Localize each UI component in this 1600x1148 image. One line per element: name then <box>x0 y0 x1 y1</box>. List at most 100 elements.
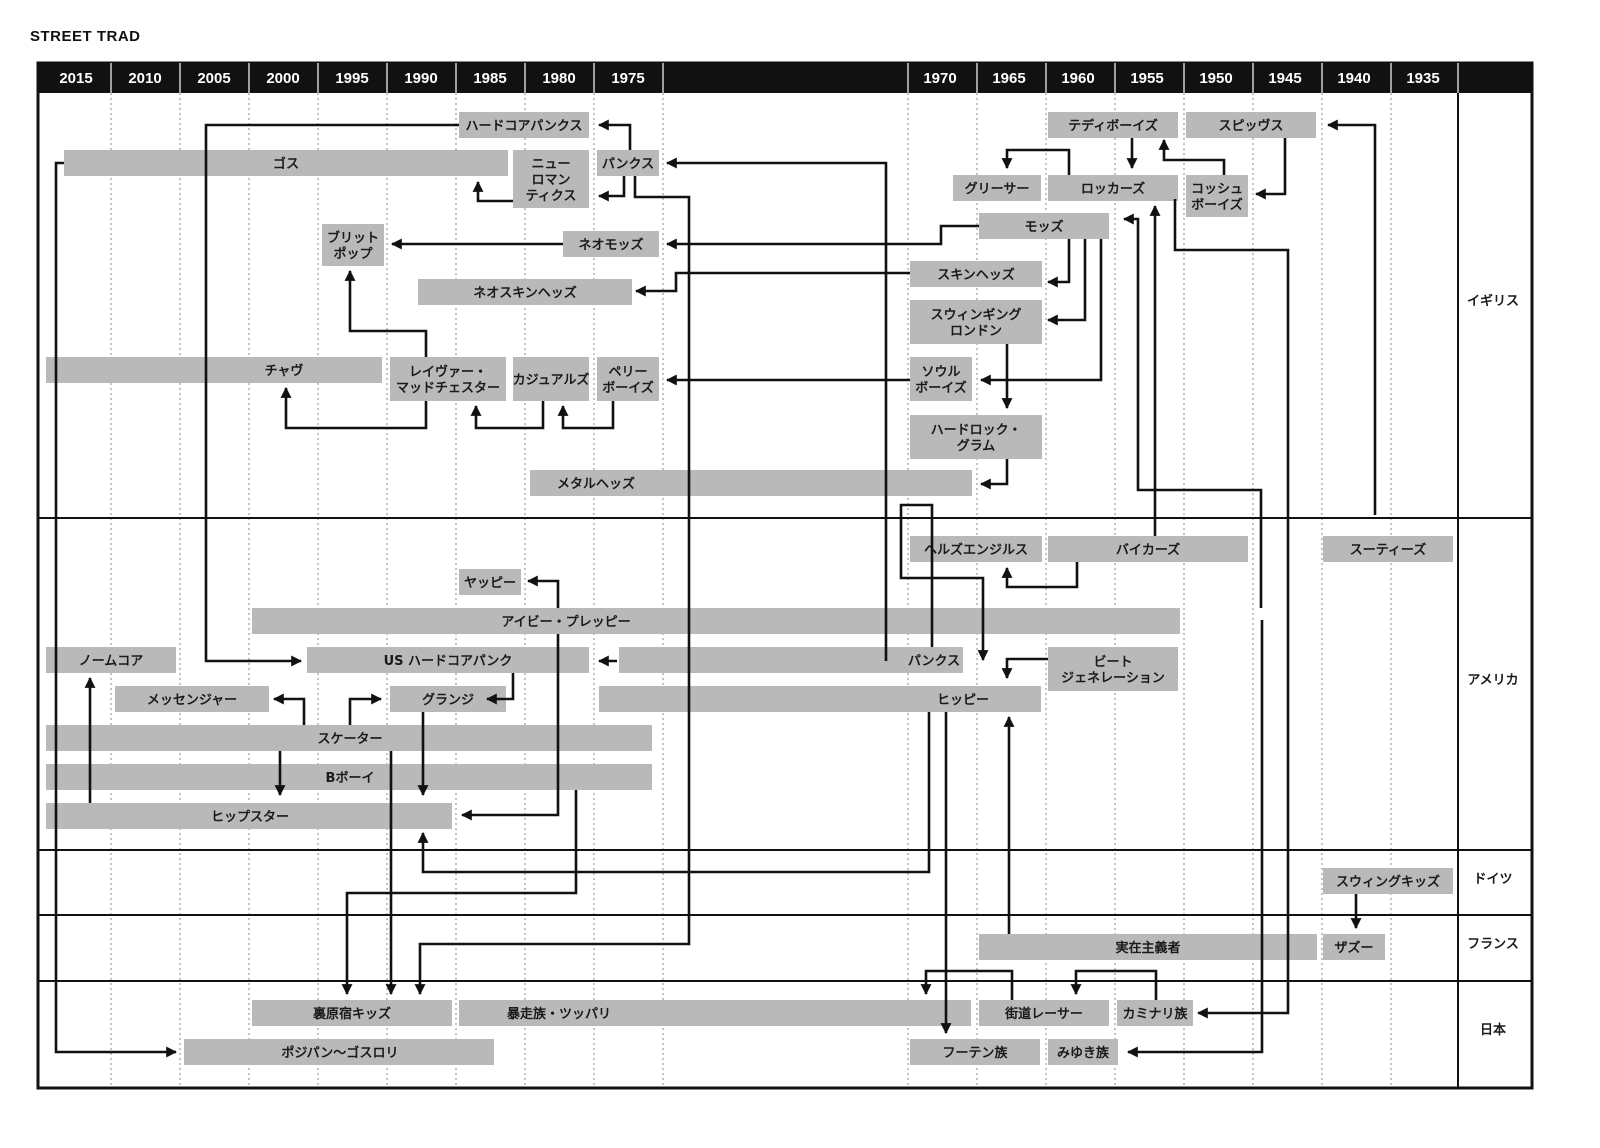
movement-bar-miyuki <box>1048 1039 1118 1065</box>
influence-arrow <box>1158 138 1226 175</box>
movement-label: ハードコアパンクス <box>465 119 582 134</box>
influence-arrow <box>597 119 632 150</box>
movement-label: ロンドン <box>950 324 1002 339</box>
movement-bar-neo-skinheads <box>418 279 632 305</box>
influence-arrow <box>1046 239 1087 326</box>
influence-arrow <box>1001 657 1048 680</box>
year-label: 1960 <box>1061 70 1094 87</box>
movement-label: モッズ <box>1024 219 1063 235</box>
movement-label: カジュアルズ <box>513 372 590 388</box>
movement-bar-punks-uk <box>597 150 659 176</box>
year-label: 1950 <box>1199 70 1232 87</box>
year-label: 1955 <box>1130 70 1163 87</box>
movement-label: カミナリ族 <box>1122 1006 1188 1022</box>
influence-arrow <box>54 161 178 1058</box>
year-label: 1945 <box>1268 70 1301 87</box>
year-label: 1940 <box>1337 70 1370 87</box>
movement-bar-futen <box>910 1039 1040 1065</box>
movement-label: チャヴ <box>265 363 304 379</box>
movement-label: 実在主義者 <box>1115 940 1180 956</box>
movement-label: みゆき族 <box>1057 1045 1110 1061</box>
movement-label: ヒップスター <box>211 810 289 825</box>
movement-label: ノームコア <box>79 654 144 669</box>
movement-label: グランジ <box>422 692 474 708</box>
movement-bar-us-hardcore-punk <box>307 647 589 673</box>
movement-label: マッドチェスター <box>396 381 500 396</box>
movement-label: コッシュ <box>1191 182 1243 197</box>
movement-label: バイカーズ <box>1116 542 1180 558</box>
movement-bar-perry-boys <box>597 357 659 401</box>
movement-label: 街道レーサー <box>1004 1006 1083 1022</box>
year-label: 1965 <box>992 70 1025 87</box>
region-label: 日本 <box>1480 1022 1506 1038</box>
influence-arrow <box>1070 969 1158 1000</box>
movement-bar-pojipan <box>184 1039 494 1065</box>
influence-arrow <box>272 693 306 725</box>
movement-label: レイヴァー・ <box>409 364 487 380</box>
movement-label: スーティーズ <box>1350 542 1427 558</box>
influence-arrow <box>1001 148 1071 175</box>
year-label: 1980 <box>542 70 575 87</box>
movement-label: ボーイズ <box>915 380 967 396</box>
region-label: イギリス <box>1467 293 1519 309</box>
movement-label: ヤッピー <box>464 576 516 591</box>
movement-bar-normcore <box>46 647 176 673</box>
movement-label: スウィングキッズ <box>1336 874 1440 890</box>
movement-label: スピッヴス <box>1218 118 1283 134</box>
influence-arrow <box>665 224 979 250</box>
movement-label: スキンヘッズ <box>937 267 1015 283</box>
region-label: フランス <box>1467 937 1519 952</box>
influence-arrow <box>526 575 560 608</box>
movement-bar-metal-heads <box>530 470 972 496</box>
movement-bar-raver <box>390 357 506 401</box>
influence-arrow <box>1173 199 1290 1019</box>
year-label: 2005 <box>197 70 230 87</box>
movement-label: パンクス <box>602 157 654 172</box>
influence-arrow <box>472 180 513 203</box>
influence-arrow <box>1046 239 1071 288</box>
region-label: アメリカ <box>1467 673 1518 688</box>
movement-bar-zazou <box>1323 934 1385 960</box>
movement-bar-hardcore-punks <box>459 112 589 138</box>
movement-bar-zooties <box>1323 536 1453 562</box>
page-title: STREET TRAD <box>30 28 141 45</box>
movement-label: Bボーイ <box>326 770 375 786</box>
influence-arrow <box>485 673 515 705</box>
movement-label: パンクス <box>908 654 960 669</box>
movement-bar-kaido-racer <box>979 1000 1109 1026</box>
year-label: 2000 <box>266 70 299 87</box>
movement-bar-kaminari <box>1117 1000 1193 1026</box>
influence-arrow <box>1122 213 1263 608</box>
movement-bar-rockers <box>1048 175 1178 201</box>
movement-label: ボーイズ <box>1191 197 1243 213</box>
influence-arrow <box>1126 620 1264 1058</box>
movement-label: ヒッピー <box>937 693 989 708</box>
influence-arrow <box>920 969 1014 1000</box>
year-header-band <box>38 63 1532 93</box>
movement-label: ビート <box>1093 654 1132 670</box>
influence-arrow <box>341 790 578 996</box>
movement-label: フーテン族 <box>942 1045 1008 1061</box>
influence-arrow <box>979 239 1103 386</box>
movement-label: ソウル <box>921 365 960 380</box>
movement-bar-neo-mods <box>563 231 659 257</box>
movement-label: ブリット <box>327 230 379 246</box>
influence-arrow <box>979 459 1009 490</box>
movement-label: ゴス <box>273 156 299 172</box>
movement-bar-new-romantics <box>513 150 589 208</box>
influence-arrow <box>1326 119 1377 515</box>
movement-label: 裏原宿キッズ <box>312 1006 391 1022</box>
movement-label: ハードロック・ <box>931 423 1022 438</box>
movement-bar-hippie <box>599 686 1041 712</box>
movement-label: 暴走族・ツッパリ <box>506 1006 611 1022</box>
movement-label: ジェネレーション <box>1061 671 1165 686</box>
movement-label: ポジパン〜ゴスロリ <box>281 1045 398 1061</box>
movement-bar-skinheads <box>910 261 1042 287</box>
influence-arrow <box>470 401 545 430</box>
movement-label: ペリー <box>608 365 647 380</box>
movement-bar-hard-rock-glam <box>910 415 1042 459</box>
movement-bar-b-boy <box>46 764 652 790</box>
year-label: 1935 <box>1406 70 1439 87</box>
influence-arrow <box>348 693 383 725</box>
year-label: 2015 <box>59 70 92 87</box>
